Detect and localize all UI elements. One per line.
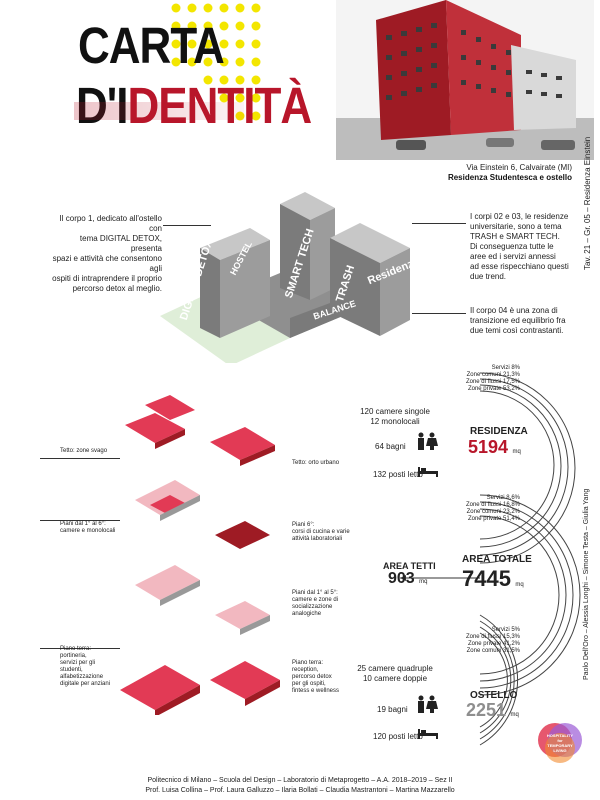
leader-line (412, 223, 466, 224)
building-massing (160, 192, 410, 363)
toilet-icon (418, 695, 438, 713)
area-totale-value: 7445 mq (462, 566, 524, 591)
title-shadow (74, 102, 244, 120)
ostello-label: OSTELLO (470, 690, 518, 701)
vertical-table-label: Tav. 21 – Gr. 05 – Residenza Einstein (583, 136, 592, 270)
totale-breakdown: Servizi 8,6%Zone di flussi 16,8%Zone com… (465, 495, 520, 522)
residenza-label: RESIDENZA (470, 426, 528, 437)
residenza-bagni: 64 bagni (375, 442, 406, 451)
floor-label-tetto-orto: Tetto: orto urbano (292, 460, 340, 466)
residenza-posti: 132 posti letto (373, 470, 423, 479)
ostello-bagni: 19 bagni (377, 705, 408, 714)
floor-label-tetto-svago: Tetto: zone svago (60, 448, 108, 454)
yellow-dot-pattern (171, 3, 261, 121)
ostello-value: 2251 mq (466, 700, 519, 720)
building-photo (336, 0, 594, 160)
title-line-2: D'IDENTITÀ (76, 78, 312, 136)
ostello-breakdown: Servizi 5%Zone di flussi 15,3%Zone priva… (465, 627, 520, 654)
leader-line (412, 313, 466, 314)
title-line-1: CARTA (78, 18, 225, 75)
area-totale-label: AREA TOTALE (462, 554, 532, 565)
leader-line (163, 225, 211, 226)
footer-line-2: Prof. Luisa Collina – Prof. Laura Galluz… (145, 787, 455, 794)
residenza-value: 5194 mq (468, 437, 521, 457)
leader-line (40, 520, 120, 521)
residenza-breakdown: Servizi 8%Zone comuni 21,3%Zone di fluss… (465, 365, 520, 392)
leader-line (40, 648, 120, 649)
leader-line (40, 458, 120, 459)
stats-arcs (400, 372, 581, 746)
floor-label-piani-1-6: Piani dal 1° al 6°:camere e monolocali (60, 521, 116, 534)
area-tetti-value: 903 mq (388, 570, 428, 587)
floor-plans-drawing (120, 395, 280, 715)
toilet-icon (418, 432, 438, 450)
bed-icon (418, 467, 438, 477)
photo-caption: Residenza Studentesca e ostello (447, 173, 572, 182)
ostello-posti: 120 posti letto (373, 732, 423, 741)
footer-line-1: Politecnico di Milano – Scuola del Desig… (147, 777, 453, 784)
area-tetti-label: AREA TETTI (383, 561, 436, 571)
photo-address: Via Einstein 6, Calvairate (MI) (466, 163, 572, 172)
logo (538, 723, 582, 763)
bed-icon (418, 729, 438, 739)
